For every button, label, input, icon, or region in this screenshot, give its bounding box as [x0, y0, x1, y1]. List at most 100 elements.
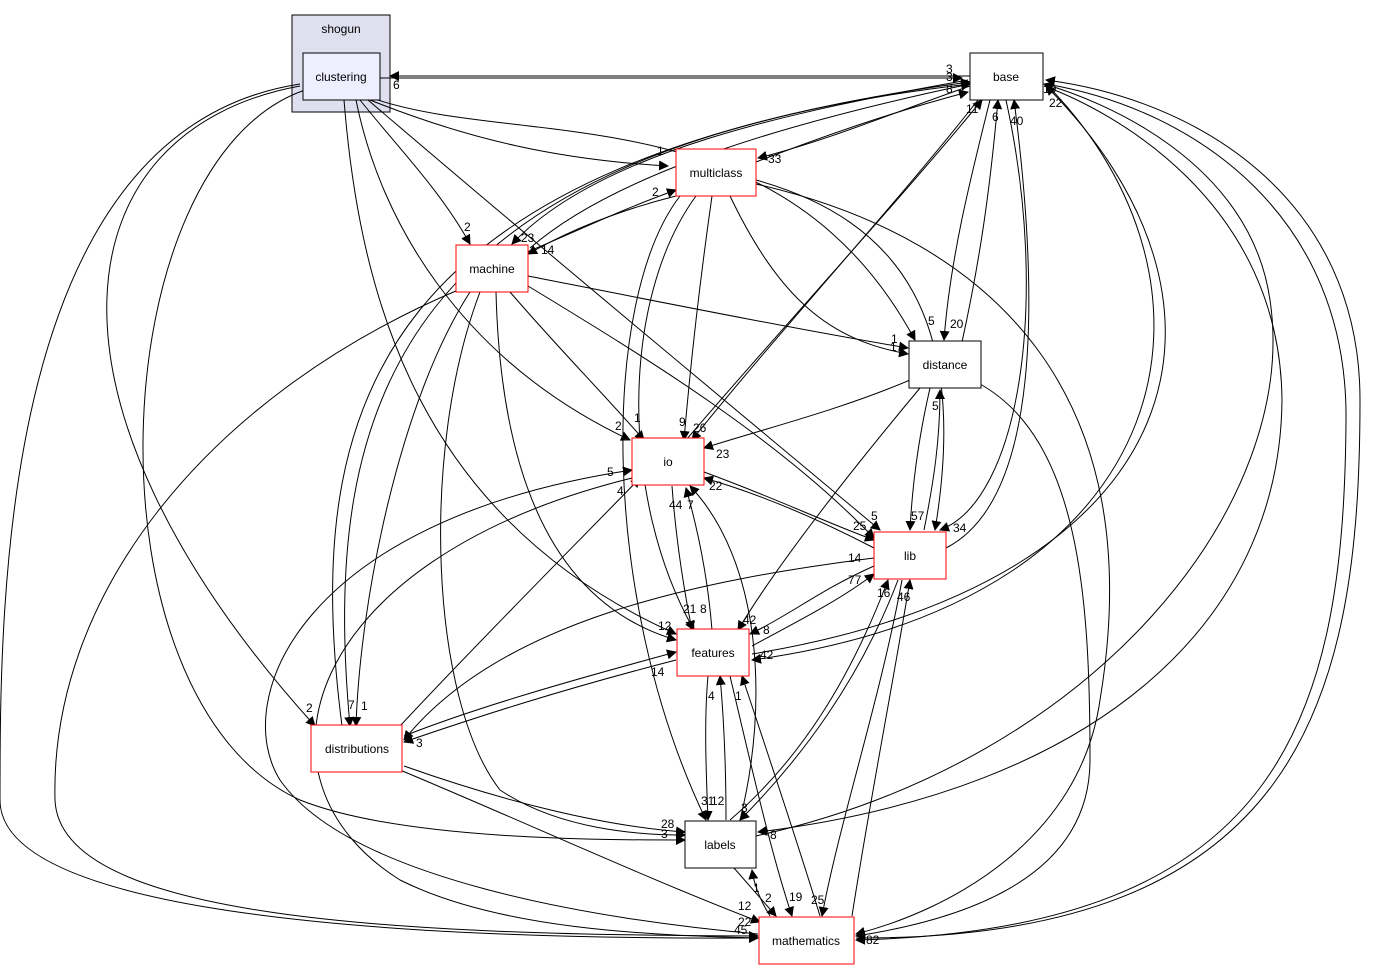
edge-label: 4: [617, 484, 624, 498]
edge-labels-base: [755, 81, 1274, 837]
node-multiclass[interactable]: multiclass: [675, 148, 757, 197]
edge-features-distributions: [403, 659, 677, 744]
edge-clustering-machine: [359, 99, 471, 245]
edge-label: 26: [693, 421, 707, 435]
node-label-mathematics: mathematics: [772, 934, 840, 948]
cluster-label: shogun: [321, 22, 360, 36]
edge-features-base: [751, 85, 1166, 655]
nodes: clustering base multiclass machine dista…: [302, 52, 1044, 965]
edge-machine-lib: [527, 285, 875, 539]
edge-distributions-mathematics: [399, 769, 761, 924]
node-mathematics[interactable]: mathematics: [758, 916, 855, 965]
edge-label: 57: [911, 509, 925, 523]
edge-label: 11: [966, 102, 979, 116]
edge-label: 10: [1043, 82, 1057, 96]
edge-multiclass-labels: [622, 195, 707, 821]
edge-label: 34: [953, 521, 967, 535]
node-io[interactable]: io: [631, 437, 705, 486]
edge-distributions-labels: [403, 765, 686, 837]
edge-label: 21: [683, 602, 697, 616]
edge-mathematics-io: [265, 466, 759, 935]
edge-label: 4: [708, 689, 715, 703]
edge-mathematics-base: [855, 76, 1361, 939]
node-label-labels: labels: [704, 838, 735, 852]
node-label-features: features: [691, 646, 734, 660]
edge-io-lib: [703, 471, 875, 542]
edge-distributions-io: [399, 477, 641, 727]
edge-machine-distributions: [351, 291, 471, 727]
edge-base-multiclass: [757, 85, 971, 161]
edge-label: 25: [811, 893, 825, 907]
edge-label: 6: [992, 110, 999, 124]
edge-label: 3: [741, 801, 748, 815]
edge-label: 3: [946, 62, 953, 76]
edge-label: 12: [711, 794, 725, 808]
edge-label: 3: [416, 736, 423, 750]
edge-label: 2: [615, 419, 622, 433]
node-label-machine: machine: [469, 262, 515, 276]
edge-lib-mathematics: [818, 579, 903, 917]
edge-mathematics-lib: [851, 579, 914, 917]
edge-label: 14: [848, 551, 862, 565]
edge-label: 5: [607, 465, 614, 479]
edge-multiclass-mathematics: [755, 183, 1110, 937]
edge-label: 40: [1010, 114, 1024, 128]
edge-label: 14: [651, 665, 665, 679]
node-label-io: io: [663, 455, 673, 469]
edge-label: 2: [652, 185, 659, 199]
edge-io-mathematics: [314, 477, 759, 943]
edge-label: 1: [753, 881, 760, 895]
edge-labels-lib: [729, 579, 890, 821]
edge-multiclass-distance: [729, 195, 909, 358]
edge-features-labels: [702, 675, 713, 821]
edge-label: 2: [765, 891, 772, 905]
edge-label: 7: [348, 698, 355, 712]
edge-clustering-distance: [371, 97, 916, 341]
edge-multiclass-features: [638, 195, 697, 631]
edge-label: 45: [734, 923, 748, 937]
edge-clustering-distributions: [106, 85, 316, 727]
edge-base-features: [751, 83, 1155, 664]
edge-distance-mathematics: [855, 383, 1091, 940]
edge-label: 44: [669, 498, 683, 512]
node-base[interactable]: base: [969, 52, 1044, 101]
node-features[interactable]: features: [676, 628, 750, 677]
edge-clustering-multiclass: [369, 99, 669, 171]
edge-labels-features: [715, 675, 727, 821]
edge-lib-labels: [739, 579, 899, 821]
edge-base-mathematics: [855, 83, 1347, 945]
edge-distributions-features: [403, 649, 677, 737]
edge-label: 23: [521, 231, 535, 245]
edge-base-io: [691, 99, 979, 441]
edge-features-lib: [751, 573, 875, 647]
node-lib[interactable]: lib: [873, 531, 947, 580]
edge-clustering-mathematics: [0, 83, 759, 944]
node-distance[interactable]: distance: [908, 340, 982, 389]
node-label-multiclass: multiclass: [690, 166, 743, 180]
edge-multiclass-machine: [527, 195, 677, 255]
node-label-clustering: clustering: [315, 70, 366, 84]
edge-label: 31: [701, 794, 715, 808]
edge-label: 3: [661, 827, 668, 841]
node-machine[interactable]: machine: [455, 244, 529, 293]
edge-label: 42: [743, 613, 757, 627]
node-label-distance: distance: [923, 358, 968, 372]
edge-label: 77: [848, 573, 862, 587]
edge-distance-io: [703, 379, 911, 451]
edge-distance-lib: [905, 387, 931, 531]
edge-lib-base: [945, 99, 1030, 549]
edge-label: 16: [877, 586, 891, 600]
edge-features-mathematics: [729, 675, 794, 917]
edge-lib-distributions: [403, 557, 875, 741]
edge-label: 82: [866, 933, 880, 947]
edge-base-lib: [939, 99, 1027, 532]
edge-lib-features: [749, 565, 875, 635]
edge-label: 8: [763, 623, 770, 637]
node-distributions[interactable]: distributions: [310, 724, 403, 773]
node-labels[interactable]: labels: [684, 820, 757, 869]
edge-distributions-base: [332, 78, 971, 727]
edge-label: 22: [1049, 96, 1063, 110]
edge-mathematics-labels: [748, 869, 771, 917]
node-clustering[interactable]: clustering: [302, 52, 381, 101]
